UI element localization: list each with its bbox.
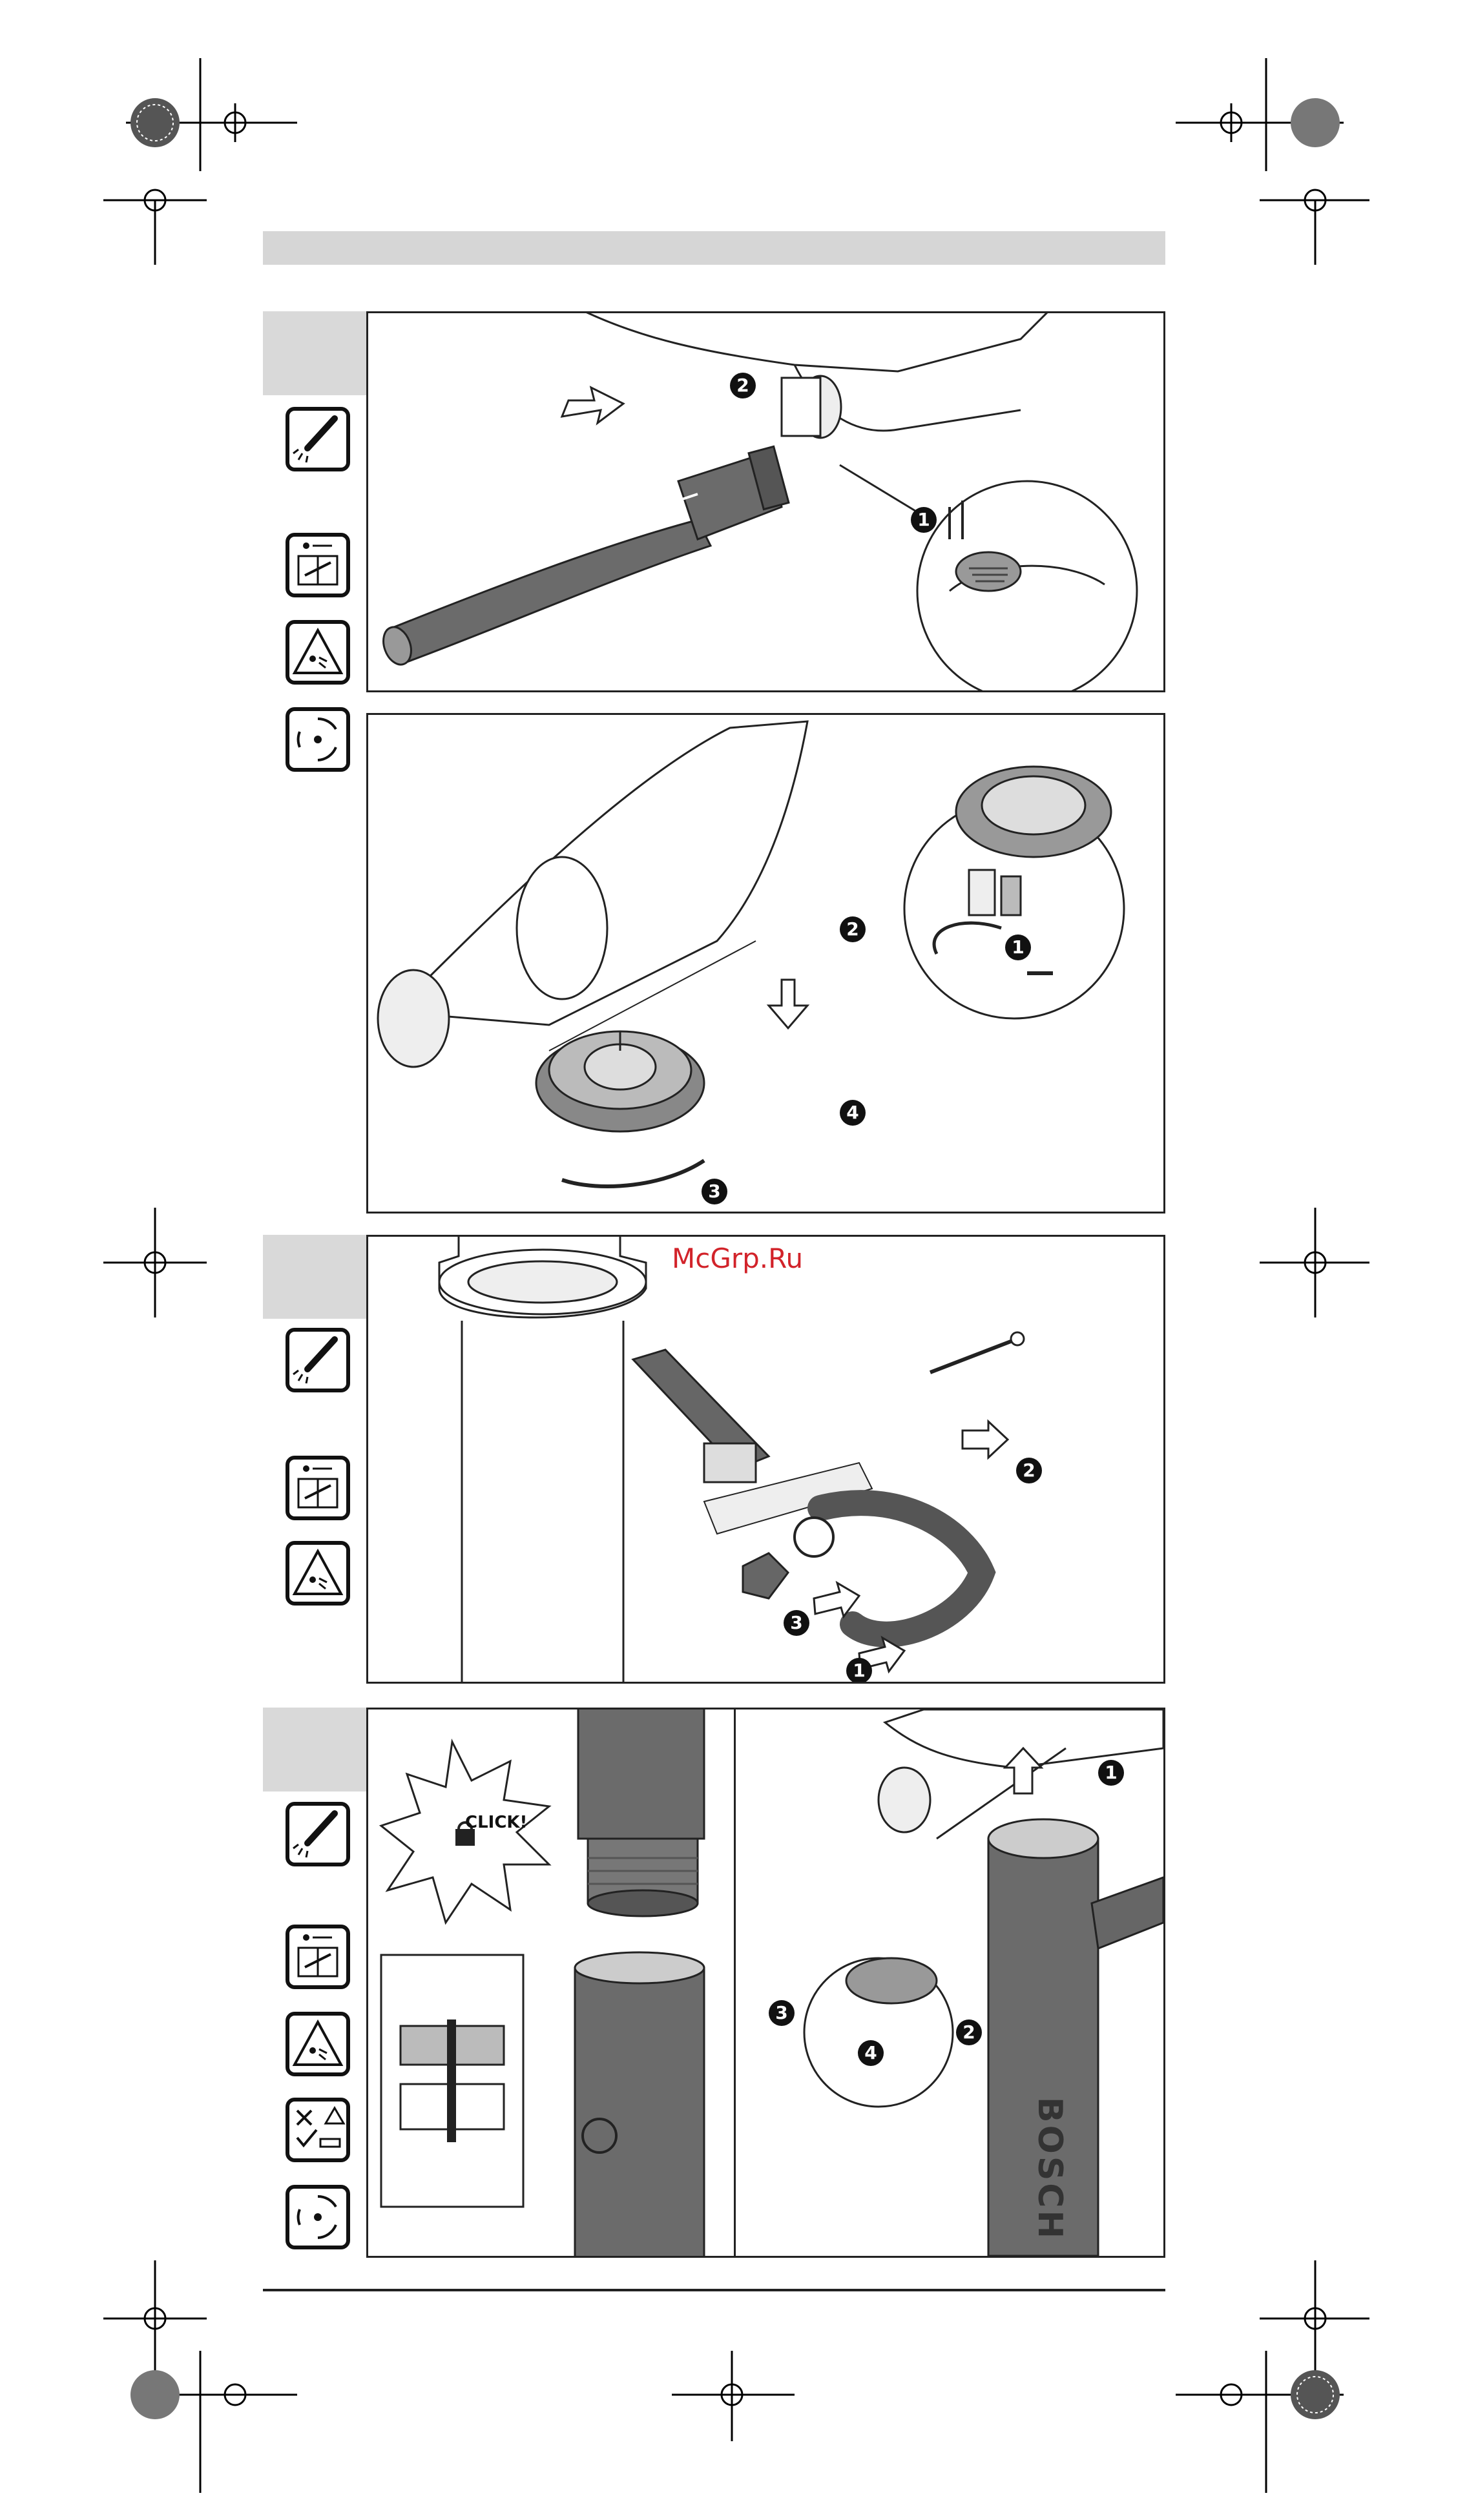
header-bar: [263, 231, 1165, 265]
step-2-badge: 2: [1016, 1458, 1042, 1483]
step-2-badge: 2: [730, 373, 756, 398]
figure-panel-nozzle: 2 1: [366, 311, 1165, 692]
figure-panel-handle: 2 3 1: [366, 1235, 1165, 1684]
rotating-blades-icon: [286, 707, 350, 772]
step-2-badge: 2: [956, 2019, 982, 2045]
figure-tab-3: [263, 1235, 366, 1319]
safety-goggles-icon: [286, 1802, 350, 1866]
safety-goggles-icon: [286, 407, 350, 471]
step-2-badge: 2: [840, 916, 866, 942]
figure-panel-cap: 4 3 2 1: [366, 713, 1165, 1214]
step-3-badge: 3: [769, 2000, 795, 2026]
accessories-icon: [286, 2098, 350, 2162]
read-manual-icon: [286, 1925, 350, 1989]
step-1-badge: 1: [911, 507, 937, 533]
safety-goggles-icon: [286, 1328, 350, 1392]
warning-triangle-icon: [286, 620, 350, 685]
read-manual-icon: [286, 1456, 350, 1520]
rosette-mark-top-left: [130, 98, 180, 147]
warning-triangle-icon: [286, 1541, 350, 1606]
step-4-badge: 4: [840, 1100, 866, 1126]
warning-triangle-icon: [286, 2012, 350, 2076]
step-3-badge: 3: [702, 1179, 727, 1204]
step-3-badge: 3: [784, 1610, 809, 1636]
step-1-badge: 1: [1005, 935, 1031, 960]
brand-text: BOSCH: [1030, 2097, 1069, 2241]
footer-rule: [263, 2289, 1165, 2291]
step-4-badge: 4: [858, 2040, 884, 2066]
panel-divider: [734, 1709, 736, 2258]
figure-tab-1: [263, 311, 366, 395]
watermark-text: McGrp.Ru: [672, 1243, 803, 1274]
step-1-badge: 1: [1098, 1760, 1124, 1786]
rotating-blades-icon: [286, 2185, 350, 2249]
read-manual-icon: [286, 533, 350, 597]
step-1-badge: 1: [846, 1658, 872, 1684]
figure-tab-4: [263, 1708, 366, 1792]
figure-panel-tube: CLICK! 1 2 3 4 BOSCH: [366, 1708, 1165, 2258]
click-label: CLICK!: [465, 1813, 527, 1832]
